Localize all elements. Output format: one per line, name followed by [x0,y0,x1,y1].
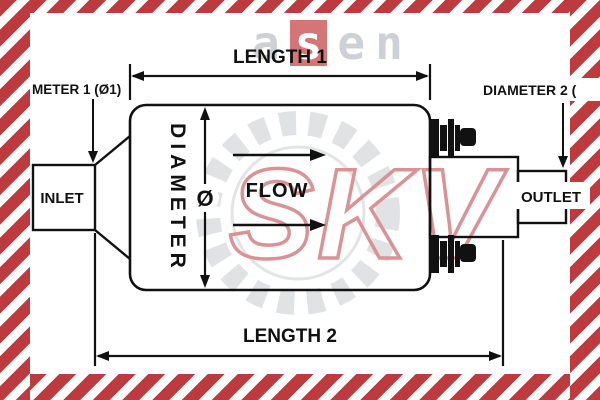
diameter-arrow-up [200,107,210,120]
diameter2-label: DIAMETER 2 ( [483,82,577,98]
gear-icon [196,111,400,315]
length1-dimension [128,64,432,100]
diameter-vertical-label: DIAMETER [166,123,189,273]
outlet-pipe-large [428,155,520,239]
diameter-arrow-down [200,275,210,288]
inlet-taper-bottom [94,229,131,260]
flow-arrowhead-bottom [310,219,326,231]
length1-label: LENGTH 1 [233,47,327,68]
length2-label: LENGTH 2 [243,326,337,347]
brand-letter: a [252,16,280,70]
diameter2-label-backing [480,78,600,101]
length1-arrow-left [131,71,144,81]
diameter1-arrow-down [88,151,98,163]
length2-arrow-right [489,351,502,361]
hazard-border-top [0,0,600,13]
outlet-label: OUTLET [521,189,581,206]
terminal-top [430,119,476,157]
length1-arrow-right [416,71,429,81]
diameter-symbol-backing [191,184,219,212]
gear-inner-ring [230,145,366,281]
length2-arrow-left [96,351,109,361]
inlet-label: INLET [40,190,83,207]
hazard-border-bottom [0,374,600,400]
brand-letter: n [375,16,403,70]
length2-dimension [93,233,505,366]
flow-arrowhead-top [310,149,326,161]
brand-letter-highlight: s [289,20,328,66]
flow-label: FLOW [246,180,309,202]
brand-logo-top: a s e n [252,20,403,66]
outlet-label-backing [513,182,590,209]
inlet-taper-top [94,135,131,166]
diameter-symbol: Ø [196,186,213,211]
hazard-border-left [0,0,30,400]
terminal-bottom [430,235,476,273]
inlet-pipe [31,163,97,232]
brand-letter: e [337,16,366,70]
diameter2-arrow-down [558,156,568,168]
diameter1-label: METER 1 (Ø1) [32,82,121,97]
